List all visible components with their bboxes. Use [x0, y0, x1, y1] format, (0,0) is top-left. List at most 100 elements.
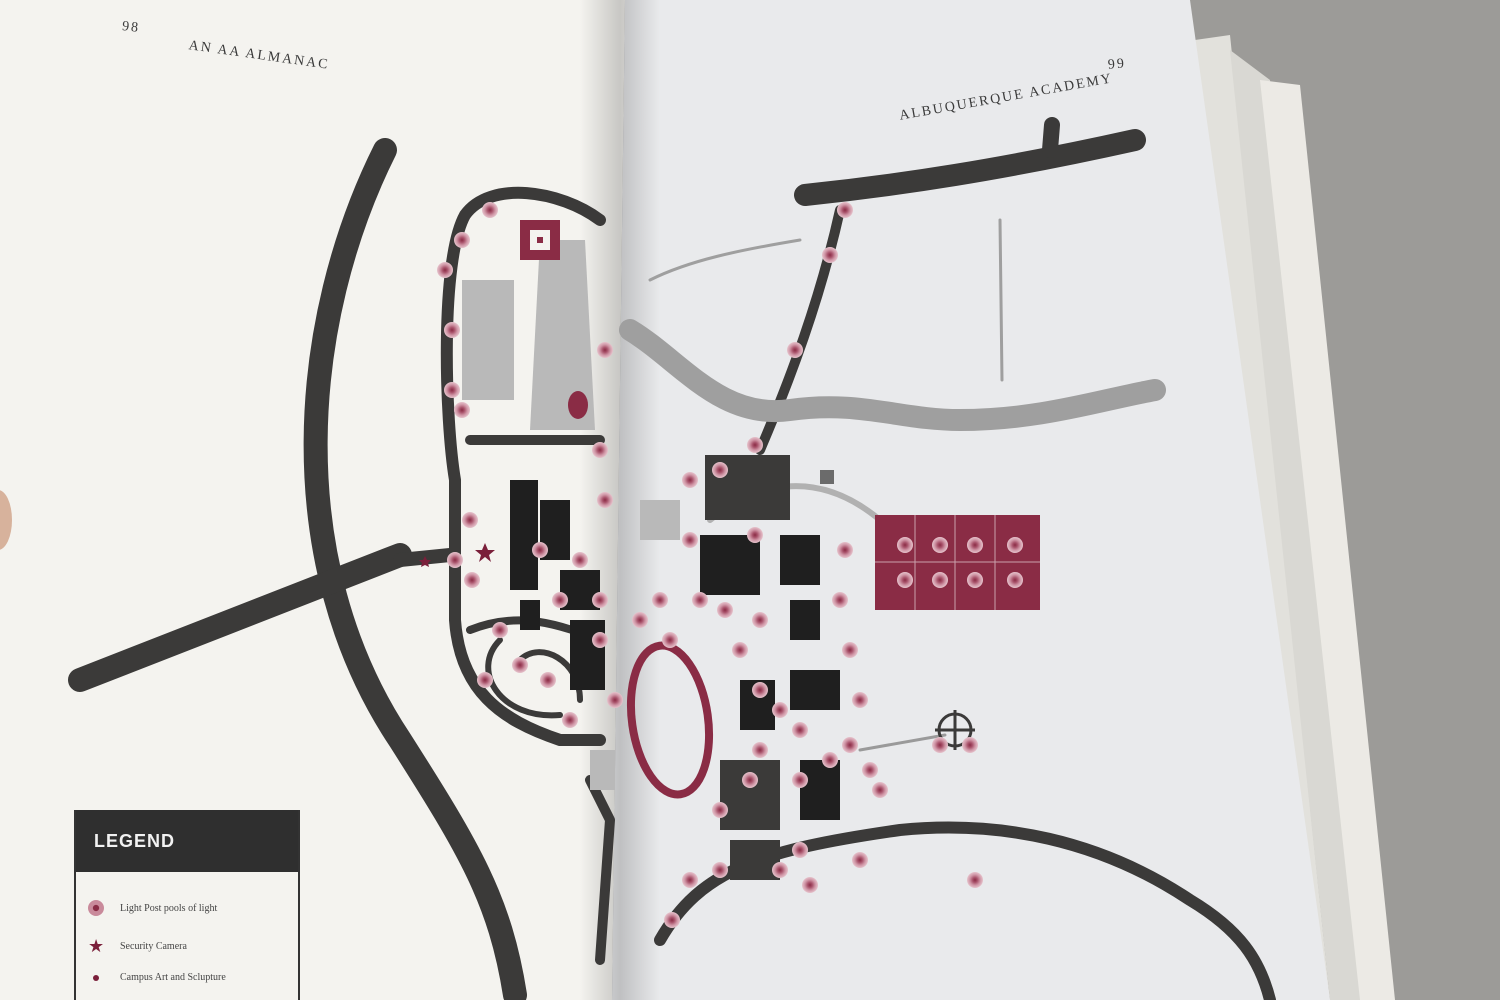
light-pool-icon	[88, 900, 104, 916]
light-pool-marker	[444, 322, 460, 338]
left-map	[68, 138, 615, 1000]
light-pool-marker	[822, 247, 838, 263]
camera-star	[419, 556, 431, 567]
light-pool-marker	[752, 682, 768, 698]
light-pool-marker	[607, 692, 623, 708]
diagonal-road	[68, 543, 412, 692]
light-pool-marker	[512, 657, 528, 673]
light-pool-marker	[592, 632, 608, 648]
legend-title: LEGEND	[76, 810, 298, 872]
legend-label: Light Post pools of light	[120, 902, 218, 914]
light-pool-marker	[717, 602, 733, 618]
light-pool-marker	[464, 572, 480, 588]
light-pool-marker	[562, 712, 578, 728]
light-pool-marker	[932, 737, 948, 753]
light-pool-marker	[802, 877, 818, 893]
north-road	[794, 129, 1146, 206]
light-pool-marker	[462, 512, 478, 528]
light-pool-marker	[967, 872, 983, 888]
legend-item-light: Light Post pools of light	[88, 900, 217, 916]
light-pool-marker	[477, 672, 493, 688]
light-pool-marker	[792, 772, 808, 788]
light-pool-marker	[842, 642, 858, 658]
security-cameras	[419, 543, 495, 567]
light-pool-marker	[682, 532, 698, 548]
light-pool-marker	[712, 862, 728, 878]
light-pool-marker	[862, 762, 878, 778]
light-pool-marker	[552, 592, 568, 608]
map-legend: LEGEND Light Post pools of light ★ Secur…	[74, 810, 300, 1000]
light-pool-marker	[772, 862, 788, 878]
light-pool-marker	[482, 202, 498, 218]
right-page	[612, 0, 1330, 1000]
light-pool-marker	[492, 622, 508, 638]
light-pool-marker	[872, 782, 888, 798]
light-pool-marker	[732, 642, 748, 658]
light-pool-marker	[447, 552, 463, 568]
light-pool-marker	[822, 752, 838, 768]
light-pool-marker	[1007, 537, 1023, 553]
light-pool-marker	[597, 492, 613, 508]
track-oval	[626, 641, 714, 799]
light-pool-marker	[897, 572, 913, 588]
sculpture-marker	[935, 710, 975, 750]
light-pool-marker	[682, 472, 698, 488]
legend-item-camera: ★ Security Camera	[88, 936, 187, 956]
light-pool-marker	[592, 442, 608, 458]
highway-road	[303, 138, 527, 1000]
light-pool-marker	[837, 542, 853, 558]
light-pool-marker	[932, 572, 948, 588]
light-pool-marker	[752, 612, 768, 628]
light-pool-marker	[967, 537, 983, 553]
light-pool-marker	[747, 527, 763, 543]
star-icon: ★	[88, 936, 105, 956]
light-pool-marker	[712, 462, 728, 478]
light-pool-marker	[532, 542, 548, 558]
light-pool-marker	[712, 802, 728, 818]
light-pool-marker	[1007, 572, 1023, 588]
legend-item-art: Campus Art and Sclupture	[88, 972, 226, 983]
light-pool-marker	[967, 572, 983, 588]
light-pool-marker	[540, 672, 556, 688]
light-pool-marker	[454, 402, 470, 418]
light-pool-marker	[682, 872, 698, 888]
right-buildings	[640, 455, 1040, 880]
light-pool-marker	[832, 592, 848, 608]
light-pool-marker	[662, 632, 678, 648]
light-pool-marker	[897, 537, 913, 553]
loop-road	[440, 186, 606, 746]
camera-star	[475, 543, 495, 562]
light-pool-marker	[792, 842, 808, 858]
page-edges	[1195, 35, 1395, 1000]
light-pool-marker	[592, 592, 608, 608]
light-pool-markers	[437, 202, 1023, 928]
dot-icon	[93, 974, 99, 981]
light-pool-marker	[932, 537, 948, 553]
light-pool-marker	[747, 437, 763, 453]
light-pool-marker	[597, 342, 613, 358]
light-pool-marker	[572, 552, 588, 568]
light-pool-marker	[437, 262, 453, 278]
light-pool-marker	[454, 232, 470, 248]
light-pool-marker	[664, 912, 680, 928]
light-pool-marker	[787, 342, 803, 358]
light-pool-marker	[652, 592, 668, 608]
light-pool-marker	[962, 737, 978, 753]
light-pool-marker	[752, 742, 768, 758]
left-buildings	[462, 220, 615, 790]
right-page-number: 99	[1107, 56, 1127, 73]
legend-label: Security Camera	[120, 940, 187, 952]
light-pool-marker	[852, 692, 868, 708]
left-page-number: 98	[121, 19, 141, 36]
light-pool-marker	[852, 852, 868, 868]
arroyo	[619, 319, 1166, 431]
light-pool-marker	[742, 772, 758, 788]
legend-label: Campus Art and Sclupture	[120, 972, 226, 983]
light-pool-marker	[632, 612, 648, 628]
light-pool-marker	[837, 202, 853, 218]
light-pool-marker	[792, 722, 808, 738]
light-pool-marker	[772, 702, 788, 718]
light-pool-marker	[692, 592, 708, 608]
light-pool-marker	[842, 737, 858, 753]
